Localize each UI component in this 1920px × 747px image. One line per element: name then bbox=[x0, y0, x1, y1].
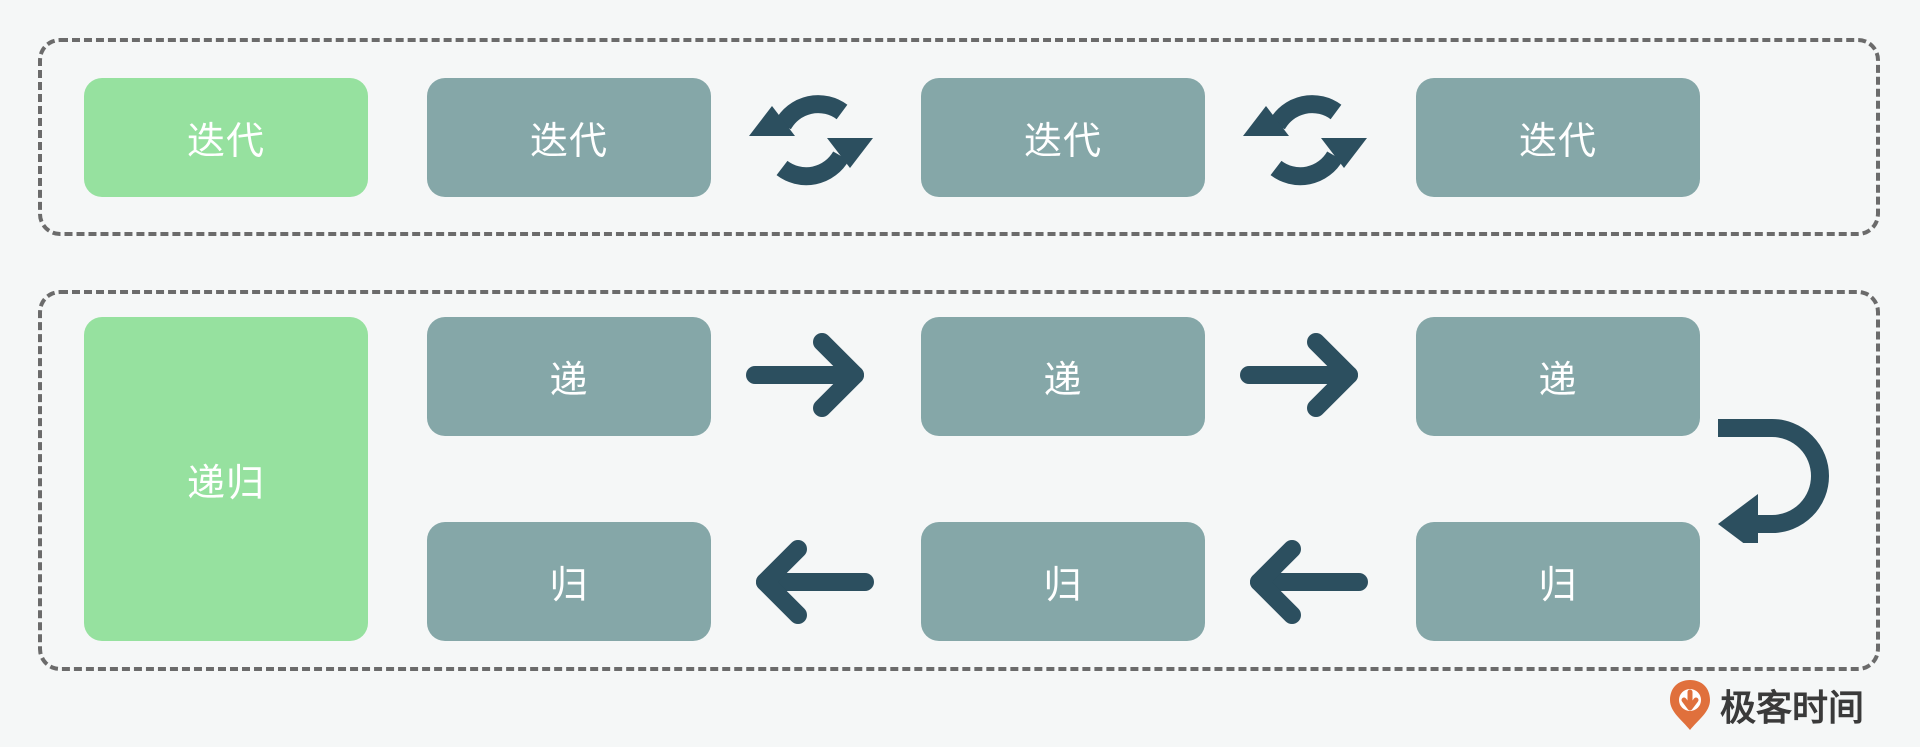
return-step-box: 归 bbox=[921, 522, 1205, 641]
arrow-left-icon bbox=[1250, 540, 1368, 624]
return-step-label: 归 bbox=[549, 563, 589, 607]
iteration-step-label: 迭代 bbox=[1023, 119, 1102, 163]
geektime-logo-icon bbox=[1670, 680, 1710, 730]
descend-step-box: 递 bbox=[1416, 317, 1700, 436]
arrow-right-icon bbox=[746, 333, 864, 417]
descend-step-label: 递 bbox=[549, 358, 589, 402]
descend-step-box: 递 bbox=[427, 317, 711, 436]
iteration-step-box: 迭代 bbox=[1416, 78, 1700, 197]
descend-step-label: 递 bbox=[1043, 358, 1083, 402]
cycle-icon bbox=[1243, 95, 1367, 186]
cycle-icon bbox=[749, 95, 873, 186]
arrow-left-icon bbox=[756, 540, 874, 624]
iteration-label: 迭代 bbox=[186, 119, 265, 163]
arrow-right-icon bbox=[1240, 333, 1358, 417]
return-step-label: 归 bbox=[1538, 563, 1578, 607]
brand-name: 极客时间 bbox=[1720, 688, 1865, 729]
return-step-box: 归 bbox=[1416, 522, 1700, 641]
u-turn-arrow-icon bbox=[1718, 419, 1829, 543]
iteration-step-box: 迭代 bbox=[427, 78, 711, 197]
iteration-step-label: 迭代 bbox=[1518, 119, 1597, 163]
recursion-label: 递归 bbox=[186, 460, 265, 505]
recursion-panel bbox=[38, 290, 1880, 671]
iteration-step-box: 迭代 bbox=[921, 78, 1205, 197]
iteration-label-box: 迭代 bbox=[84, 78, 368, 197]
iteration-panel bbox=[38, 38, 1880, 236]
iteration-step-label: 迭代 bbox=[529, 119, 608, 163]
brand-logo: 极客时间 bbox=[1668, 678, 1864, 732]
return-step-box: 归 bbox=[427, 522, 711, 641]
return-step-label: 归 bbox=[1043, 563, 1083, 607]
descend-step-box: 递 bbox=[921, 317, 1205, 436]
recursion-label-box: 递归 bbox=[84, 317, 368, 641]
descend-step-label: 递 bbox=[1538, 358, 1578, 402]
